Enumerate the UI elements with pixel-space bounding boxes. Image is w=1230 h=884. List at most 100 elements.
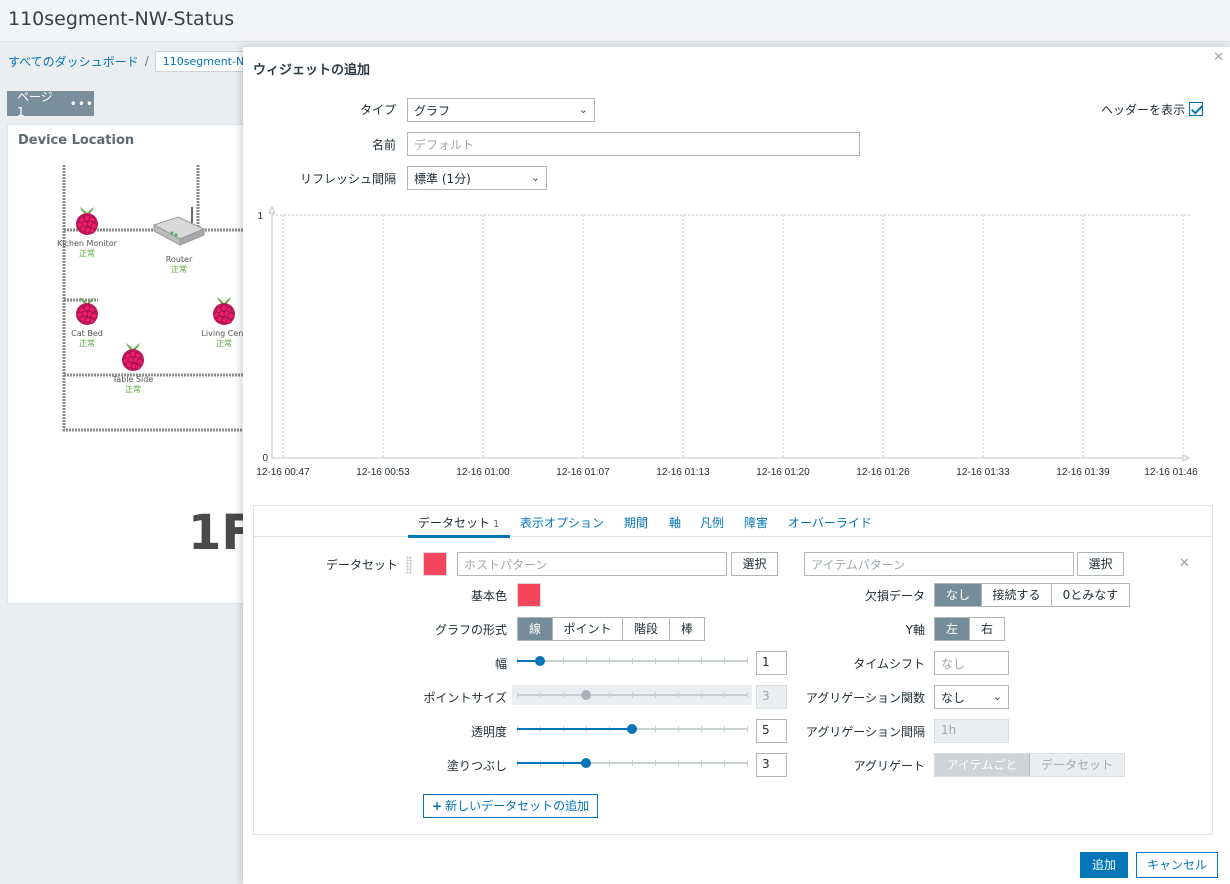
graph-style-label: グラフの形式 [434, 623, 507, 637]
map-node-cat-bed[interactable]: Cat Bed 正常 [52, 293, 122, 349]
add-dataset-label: 新しいデータセットの追加 [445, 799, 590, 813]
tab-legend[interactable]: 凡例 [700, 516, 725, 530]
slider-tick [747, 760, 748, 766]
fill-input[interactable]: 3 [756, 753, 787, 777]
item-pattern-input[interactable]: アイテムパターン [804, 552, 1074, 576]
aggregation-function-label: アグリゲーション関数 [805, 691, 925, 705]
breadcrumb-all-dashboards[interactable]: すべてのダッシュボード [8, 54, 139, 69]
x-tick-label: 12-16 01:07 [556, 467, 610, 478]
host-pattern-input[interactable]: ホストパターン [457, 552, 727, 576]
type-select[interactable]: グラフ ⌄ [407, 98, 595, 122]
x-tick-label: 12-16 01:33 [956, 467, 1010, 478]
slider-thumb[interactable] [627, 724, 637, 734]
slider-tick [678, 760, 679, 766]
tab-time-period[interactable]: 期間 [624, 516, 649, 530]
slider-tick [655, 692, 656, 698]
map-node-living-cent[interactable]: Living Cent 正常 [189, 293, 259, 349]
breadcrumb-current[interactable]: 110segment-N [154, 50, 253, 72]
show-header-checkbox[interactable] [1189, 102, 1203, 116]
graph-style-points[interactable]: ポイント [553, 618, 623, 640]
tab-overrides[interactable]: オーバーライド [788, 516, 872, 530]
chevron-down-icon: ⌄ [578, 103, 588, 116]
missing-data-zero[interactable]: 0とみなす [1052, 584, 1129, 606]
missing-data-none[interactable]: なし [935, 584, 982, 606]
transparency-slider[interactable] [517, 719, 748, 739]
tab-problems[interactable]: 障害 [744, 516, 769, 530]
cancel-button[interactable]: キャンセル [1136, 852, 1218, 878]
aggregation-function-value: なし [941, 691, 966, 705]
slider-tick [678, 658, 679, 664]
y-axis-right[interactable]: 右 [970, 618, 1004, 640]
aggregation-function-select[interactable]: なし ⌄ [934, 685, 1009, 709]
fill-label: 塗りつぶし [446, 759, 507, 773]
x-tick-label: 12-16 01:00 [456, 467, 510, 478]
graph-style-bar[interactable]: 棒 [670, 618, 704, 640]
map-node-table-side[interactable]: Table Side 正常 [98, 339, 168, 395]
add-widget-dialog: ウィジェットの追加 ✕ タイプ グラフ ⌄ ヘッダーを表示 名前 デフォルト リ… [243, 47, 1230, 884]
time-shift-input[interactable]: なし [934, 651, 1009, 675]
node-status: 正常 [171, 265, 187, 274]
fill-slider[interactable] [517, 753, 748, 773]
refresh-interval-select[interactable]: 標準 (1分) ⌄ [407, 166, 547, 190]
base-color-swatch[interactable] [517, 583, 541, 607]
page-tab[interactable]: ページ 1 ••• [7, 90, 94, 119]
dataset-color-swatch[interactable] [423, 552, 447, 576]
name-input[interactable]: デフォルト [407, 132, 860, 156]
x-tick-label: 12-16 01:26 [856, 467, 910, 478]
node-name: Living Cent [201, 329, 247, 338]
point-size-input: 3 [756, 685, 787, 709]
slider-tick [701, 726, 702, 732]
page-title: 110segment-NW-Status [8, 8, 235, 30]
x-tick-label: 12-16 00:47 [256, 467, 310, 478]
node-name: Kichen Monitor [57, 239, 117, 248]
missing-data-label: 欠損データ [864, 589, 925, 603]
width-label: 幅 [494, 657, 507, 671]
node-name: Router [165, 255, 193, 264]
tab-axes[interactable]: 軸 [669, 516, 682, 530]
drag-handle-icon[interactable] [406, 556, 412, 574]
page-header: 110segment-NW-Status [0, 0, 1230, 42]
slider-tick [678, 726, 679, 732]
breadcrumb: すべてのダッシュボード / 110segment-N [8, 48, 253, 74]
refresh-interval-value: 標準 (1分) [414, 172, 471, 186]
map-node-router[interactable]: Router 正常 [144, 255, 214, 275]
remove-dataset-icon[interactable]: ✕ [1179, 556, 1190, 571]
tab-display-options[interactable]: 表示オプション [520, 516, 605, 530]
transparency-input[interactable]: 5 [756, 719, 787, 743]
slider-tick [609, 658, 610, 664]
width-slider[interactable] [517, 651, 748, 671]
y-axis-left[interactable]: 左 [935, 618, 970, 640]
close-icon[interactable]: ✕ [1213, 50, 1224, 65]
host-select-button[interactable]: 選択 [731, 552, 778, 576]
x-tick-label: 12-16 01:46 [1144, 467, 1198, 478]
point-size-slider [512, 685, 752, 705]
slider-tick [724, 726, 725, 732]
page-tab-menu-icon[interactable]: ••• [69, 96, 94, 111]
slider-tick [655, 658, 656, 664]
slider-thumb[interactable] [581, 758, 591, 768]
aggregate-each-item: アイテムごと [935, 754, 1030, 776]
x-tick-label: 12-16 01:13 [656, 467, 710, 478]
slider-tick [747, 726, 748, 732]
add-button[interactable]: 追加 [1080, 852, 1128, 878]
time-shift-label: タイムシフト [853, 657, 925, 671]
map-node-kichen-monitor[interactable]: Kichen Monitor 正常 [52, 203, 122, 259]
point-size-label: ポイントサイズ [423, 691, 507, 705]
add-dataset-button[interactable]: +新しいデータセットの追加 [423, 794, 599, 818]
missing-data-connect[interactable]: 接続する [982, 584, 1052, 606]
slider-tick [701, 658, 702, 664]
slider-tick [701, 760, 702, 766]
width-input[interactable]: 1 [756, 651, 787, 675]
slider-tick [632, 692, 633, 698]
graph-style-staircase[interactable]: 階段 [623, 618, 670, 640]
graph-style-line[interactable]: 線 [518, 618, 553, 640]
item-select-button[interactable]: 選択 [1077, 552, 1124, 576]
y-axis-toggle: 左 右 [934, 617, 1005, 641]
slider-thumb[interactable] [535, 656, 545, 666]
tab-dataset-count: 1 [493, 519, 500, 530]
raspberry-pi-icon [70, 293, 104, 327]
